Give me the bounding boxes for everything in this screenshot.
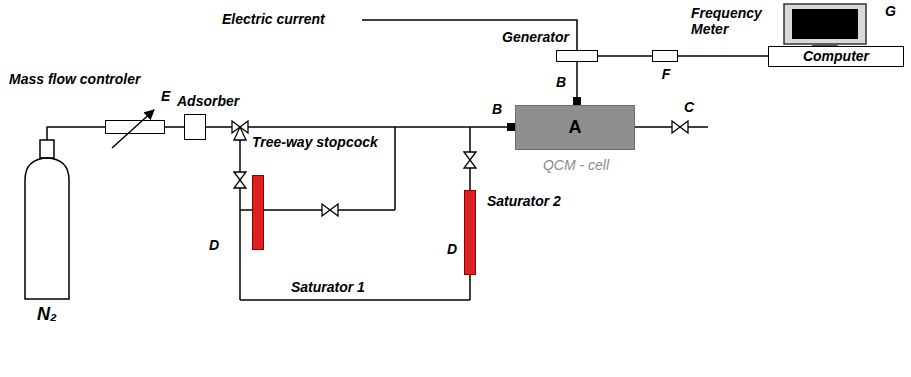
port-letter: B xyxy=(556,74,566,90)
part-label: Mass flow controler xyxy=(9,71,140,87)
port-letter: B xyxy=(492,101,502,117)
flow-controller: Mass flow controlerE xyxy=(105,120,165,134)
part-label: Frequency Meter xyxy=(691,5,777,37)
callout-letter: C xyxy=(684,99,694,115)
pipe-connector xyxy=(206,126,515,128)
part-label: E xyxy=(161,88,170,104)
port-square xyxy=(573,97,581,105)
pipe-connector xyxy=(47,127,105,140)
part-label: Generator xyxy=(502,29,569,45)
current-wire xyxy=(362,20,577,50)
port-square xyxy=(507,123,515,131)
pipe-connector xyxy=(678,55,768,57)
part-label: Saturator 2 xyxy=(487,193,561,209)
part-label: Saturator 1 xyxy=(291,279,365,295)
pipe-connector xyxy=(598,55,652,57)
part-label: D xyxy=(209,237,219,253)
part-label: QCM - cell xyxy=(543,157,609,173)
frequency-meter: FFrequency Meter xyxy=(652,50,678,62)
part-label: G xyxy=(885,3,896,19)
signal-label: Electric current xyxy=(222,11,325,27)
generator-box: Generator xyxy=(556,50,598,62)
box-text: Computer xyxy=(803,48,869,64)
part-label: F xyxy=(662,66,671,82)
pipe-connector xyxy=(165,126,184,128)
monitor-icon xyxy=(784,4,866,46)
qcm-cell: AQCM - cell xyxy=(515,105,635,150)
adsorber-box: Adsorber xyxy=(184,114,206,140)
saturator-bar: DSaturator 2 xyxy=(464,190,476,275)
part-label: Adsorber xyxy=(177,93,239,109)
part-label: N₂ xyxy=(37,304,57,325)
computer-box: GComputer xyxy=(768,46,904,67)
adjust-arrow xyxy=(112,110,154,148)
part-label: D xyxy=(447,241,457,257)
box-text: A xyxy=(569,117,582,138)
cylinder-outline xyxy=(24,140,70,300)
saturator-bar: DSaturator 1 xyxy=(252,175,264,250)
gas-cylinder: N₂ xyxy=(24,140,70,300)
gas-pipes xyxy=(240,127,708,300)
part-label: Tree-way stopcock xyxy=(252,134,378,150)
